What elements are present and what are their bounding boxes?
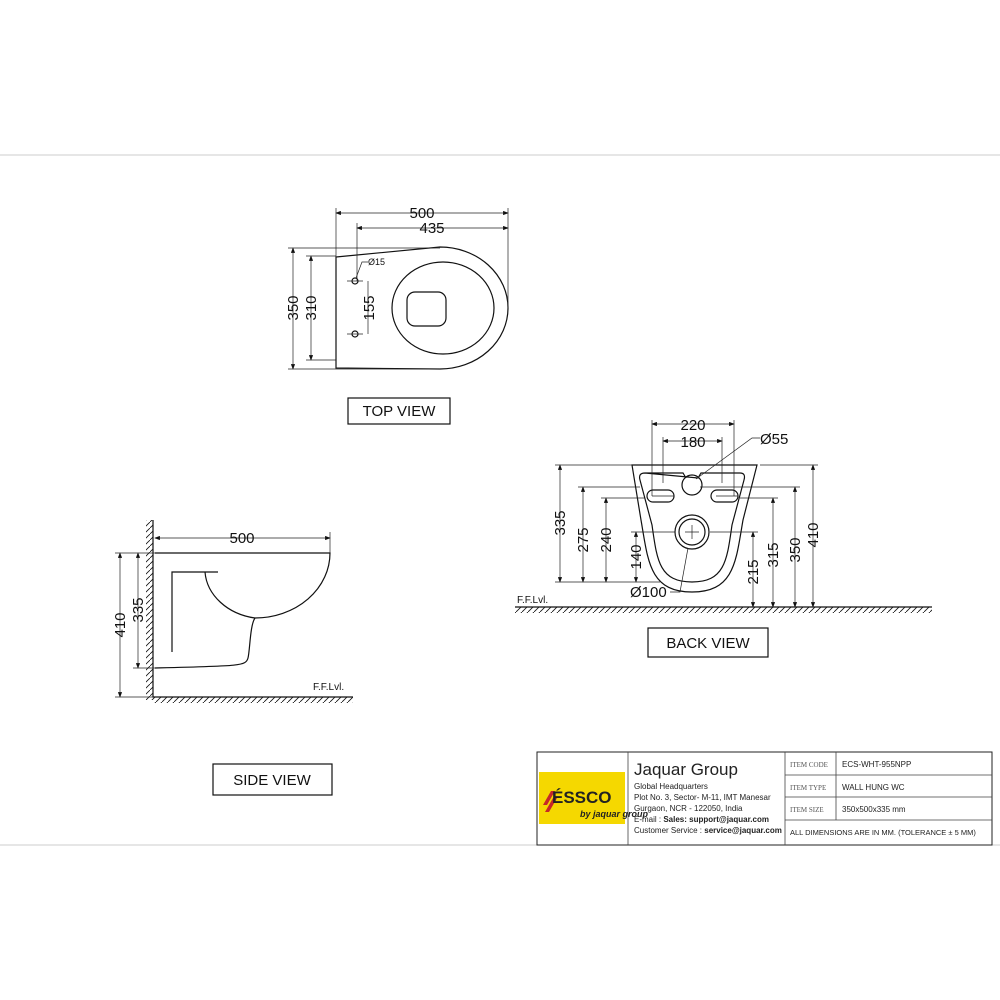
dim-335: 335	[552, 510, 569, 535]
dim-side-height: 410	[112, 612, 129, 637]
svg-text:ITEM SIZE: ITEM SIZE	[790, 806, 824, 814]
email-link[interactable]: Sales: support@jaquar.com	[663, 815, 769, 824]
floor-level-label: F.F.Lvl.	[517, 595, 548, 606]
back-view-label: BACK VIEW	[666, 635, 750, 652]
svg-text:ÉSSCO: ÉSSCO	[552, 788, 612, 807]
svg-text:E-mail : Sales: support@jaquar: E-mail : Sales: support@jaquar.com	[634, 815, 769, 824]
svg-text:Plot No. 3, Sector- M-11, IMT: Plot No. 3, Sector- M-11, IMT Manesar	[634, 793, 771, 802]
dim-width: 350	[285, 295, 302, 320]
dim-side-length: 500	[229, 530, 254, 547]
service-email-link[interactable]: service@jaquar.com	[704, 826, 782, 835]
title-block: ÉSSCO by jaquar group Jaquar Group Globa…	[536, 751, 993, 846]
svg-text:by jaquar group: by jaquar group	[580, 809, 649, 819]
svg-text:Gurgaon, NCR - 122050, India: Gurgaon, NCR - 122050, India	[634, 804, 743, 813]
dim-350: 350	[787, 537, 804, 562]
dim-hole-dia: Ø15	[368, 257, 385, 267]
item-code: ECS-WHT-955NPP	[842, 760, 911, 769]
svg-text:Customer Service : service@jaq: Customer Service : service@jaquar.com	[634, 826, 782, 835]
svg-text:Global Headquarters: Global Headquarters	[634, 782, 708, 791]
dim-315: 315	[765, 542, 782, 567]
dim-215: 215	[745, 559, 762, 584]
dim-side-height-inner: 335	[130, 597, 147, 622]
item-size: 350x500x335 mm	[842, 805, 906, 814]
dim-hole-spacing: 155	[361, 295, 378, 320]
dim-140: 140	[628, 544, 645, 569]
svg-text:ITEM CODE: ITEM CODE	[790, 761, 828, 769]
top-view: 500 435 350 310 155 Ø15 TOP VIEW	[285, 205, 509, 425]
item-type: WALL HUNG WC	[842, 783, 905, 792]
dim-length-inner: 435	[419, 220, 444, 237]
dim-240: 240	[598, 527, 615, 552]
back-view: 220 180 Ø55 Ø100 335 275 240 140 215 315…	[515, 417, 932, 658]
dim-length: 500	[409, 205, 434, 222]
dim-width-inner: 310	[303, 295, 320, 320]
dim-275: 275	[575, 527, 592, 552]
dimensions-note: ALL DIMENSIONS ARE IN MM. (TOLERANCE ± 5…	[790, 828, 976, 837]
side-view: 500 410 335 F.F.Lvl. SIDE VIEW	[112, 520, 353, 796]
top-view-label: TOP VIEW	[363, 403, 437, 420]
dim-180: 180	[680, 434, 705, 451]
svg-text:ITEM TYPE: ITEM TYPE	[790, 784, 826, 792]
dim-d55: Ø55	[760, 431, 788, 448]
side-view-label: SIDE VIEW	[233, 772, 311, 789]
dim-410: 410	[805, 522, 822, 547]
dim-220: 220	[680, 417, 705, 434]
top-view-label-box	[347, 397, 451, 425]
floor-level-label: F.F.Lvl.	[313, 682, 344, 693]
dim-d100: Ø100	[630, 584, 667, 601]
company-name: Jaquar Group	[634, 760, 738, 779]
